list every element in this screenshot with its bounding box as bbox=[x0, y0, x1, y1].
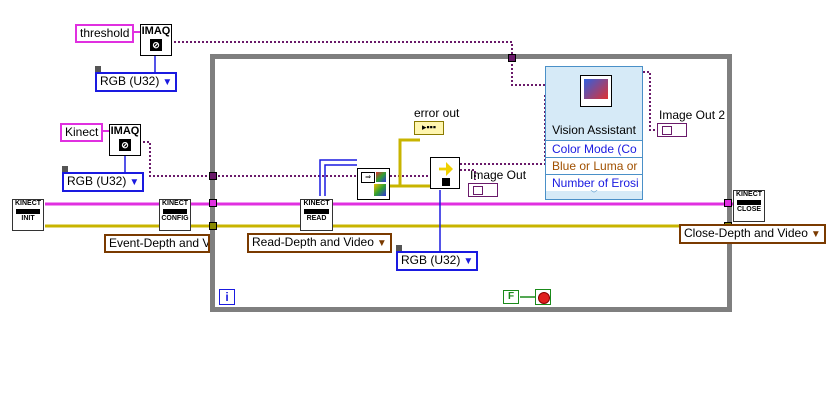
imaq-create-kinect[interactable]: IMAQ ⊘ bbox=[109, 124, 141, 156]
vision-assistant-title: Vision Assistant bbox=[552, 123, 636, 137]
loop-tunnel-refnum-out bbox=[724, 199, 732, 207]
iteration-text: i bbox=[225, 290, 229, 304]
ring-corner bbox=[62, 166, 68, 172]
va-input-plane[interactable]: Blue or Luma or bbox=[546, 157, 642, 174]
error-cluster-icon: ▸▪▪▪ bbox=[421, 122, 437, 132]
false-constant[interactable]: F bbox=[503, 290, 519, 304]
iteration-terminal: i bbox=[219, 289, 235, 305]
loop-condition-terminal[interactable] bbox=[535, 289, 551, 305]
kinect-sensor-icon bbox=[304, 209, 329, 214]
va-input-color-mode[interactable]: Color Mode (Co bbox=[546, 140, 642, 157]
dropdown-arrow-icon: ▼ bbox=[129, 177, 140, 188]
threshold-text: threshold bbox=[80, 26, 130, 40]
kinect-close-label: CLOSE bbox=[736, 206, 762, 213]
image-wire-to-va bbox=[511, 64, 545, 86]
image-wire-out2 bbox=[643, 71, 660, 131]
image-out-2-indicator[interactable] bbox=[657, 123, 687, 137]
error-wire-errout bbox=[398, 138, 420, 186]
kinect-config-vi[interactable]: KINECT CONFIG bbox=[159, 199, 191, 231]
vision-assistant-vi[interactable]: Vision Assistant Color Mode (Co Blue or … bbox=[545, 66, 643, 200]
ring-corner bbox=[396, 245, 402, 251]
kinect-sensor-icon bbox=[737, 200, 761, 205]
kinect-read-vi[interactable]: KINECT READ bbox=[300, 199, 333, 231]
dropdown-arrow-icon: ▼ bbox=[463, 256, 474, 267]
enum-value: Read-Depth and Video bbox=[252, 235, 374, 249]
ring-value: RGB (U32) bbox=[401, 253, 461, 267]
kinect-label: KINECT bbox=[735, 191, 763, 198]
color-image-icon bbox=[376, 172, 386, 182]
image-wire-kinect bbox=[143, 141, 214, 177]
dropdown-arrow-icon: ▼ bbox=[376, 238, 387, 249]
kinect-close-vi[interactable]: KINECT CLOSE bbox=[733, 190, 765, 222]
kinect-init-label: INIT bbox=[21, 215, 35, 222]
error-out-indicator[interactable]: ▸▪▪▪ bbox=[414, 121, 444, 135]
va-input-erosions[interactable]: Number of Erosi bbox=[546, 174, 642, 191]
image-copy-sub-icon bbox=[442, 178, 450, 186]
kinect-sensor-icon bbox=[16, 209, 40, 214]
imaq-create-top[interactable]: IMAQ ⊘ bbox=[140, 24, 172, 56]
image-wire-top bbox=[170, 41, 513, 58]
stop-icon bbox=[538, 292, 550, 304]
enum-value: Event-Depth and Vi bbox=[109, 236, 210, 250]
read-enum-constant[interactable]: Read-Depth and Video▼ bbox=[247, 233, 392, 253]
image-out-label: Image Out bbox=[470, 168, 527, 182]
dropdown-arrow-icon: ▼ bbox=[162, 77, 173, 88]
convert-arrow-icon: ⇒ bbox=[361, 172, 375, 183]
close-enum-constant[interactable]: Close-Depth and Video▼ bbox=[679, 224, 826, 244]
kinect-label: KINECT bbox=[303, 200, 330, 207]
kinect-label: KINECT bbox=[161, 200, 189, 207]
loop-tunnel-error bbox=[209, 222, 217, 230]
kinect-read-label: READ bbox=[306, 215, 327, 222]
event-enum-constant[interactable]: Event-Depth and Vi bbox=[104, 234, 210, 253]
imaq-label: IMAQ bbox=[141, 25, 171, 37]
kinect-init-vi[interactable]: KINECT INIT bbox=[12, 199, 44, 231]
ring-wire-read-2 bbox=[324, 164, 357, 196]
vision-assistant-icon bbox=[580, 75, 612, 107]
kinect-sensor-icon bbox=[163, 209, 187, 214]
color-palette-icon bbox=[374, 184, 386, 196]
image-type-ring-top[interactable]: RGB (U32)▼ bbox=[95, 66, 178, 92]
image-copy-vi[interactable] bbox=[430, 157, 460, 189]
imaq-create-icon: ⊘ bbox=[119, 139, 131, 151]
image-type-ring-loop[interactable]: RGB (U32)▼ bbox=[396, 245, 479, 271]
ring-corner bbox=[95, 66, 101, 72]
ring-value: RGB (U32) bbox=[67, 174, 127, 188]
image-display-icon bbox=[662, 126, 672, 135]
image-display-icon bbox=[473, 186, 483, 195]
enum-value: Close-Depth and Video bbox=[684, 226, 808, 240]
loop-tunnel-refnum bbox=[209, 199, 217, 207]
va-expand-handle[interactable]: ﹀ bbox=[590, 191, 598, 198]
imaq-create-icon: ⊘ bbox=[150, 39, 162, 51]
color-convert-vi[interactable]: ⇒ bbox=[357, 168, 390, 200]
kinect-label: KINECT bbox=[14, 200, 42, 207]
kinect-text: Kinect bbox=[65, 125, 99, 139]
loop-tunnel-image bbox=[209, 172, 217, 180]
kinect-config-label: CONFIG bbox=[161, 215, 189, 222]
threshold-string-constant[interactable]: threshold bbox=[75, 24, 135, 43]
image-out-indicator[interactable] bbox=[468, 183, 498, 197]
ring-wire-read-1 bbox=[319, 159, 357, 196]
vision-image-icon bbox=[584, 79, 608, 99]
loop-tunnel-top bbox=[508, 54, 516, 62]
ring-value: RGB (U32) bbox=[100, 74, 160, 88]
image-type-ring-kinect[interactable]: RGB (U32)▼ bbox=[62, 166, 145, 192]
while-loop[interactable] bbox=[210, 54, 732, 312]
dropdown-arrow-icon: ▼ bbox=[810, 229, 821, 240]
image-copy-arrow-icon bbox=[439, 162, 453, 176]
false-text: F bbox=[507, 291, 515, 302]
kinect-string-constant[interactable]: Kinect bbox=[60, 123, 104, 142]
imaq-label: IMAQ bbox=[110, 125, 140, 137]
image-wire-image-out bbox=[460, 169, 476, 180]
image-out-2-label: Image Out 2 bbox=[659, 108, 726, 122]
error-out-label: error out bbox=[414, 106, 460, 120]
